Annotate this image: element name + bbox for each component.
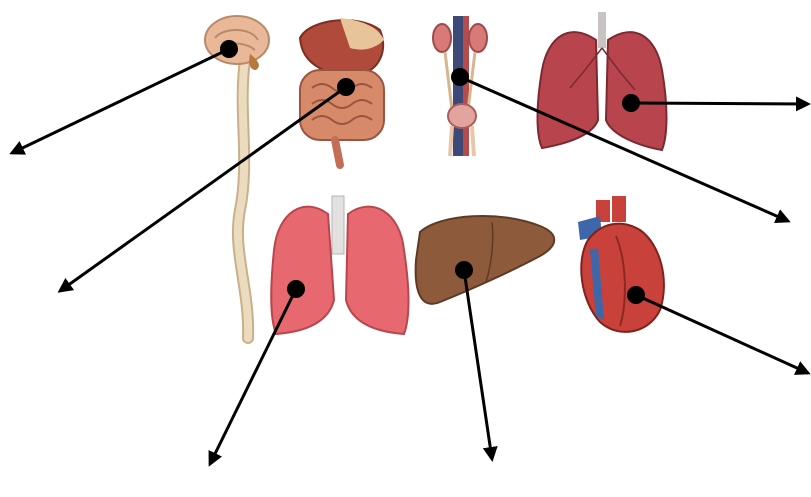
brain-spinal-cord-icon [205,16,269,338]
heart-icon [578,196,664,332]
liver-icon [416,216,555,304]
label-arrows [12,40,808,464]
lungs-icon [538,12,667,150]
arrow-brain [12,40,238,153]
lungs-icon [271,196,408,334]
